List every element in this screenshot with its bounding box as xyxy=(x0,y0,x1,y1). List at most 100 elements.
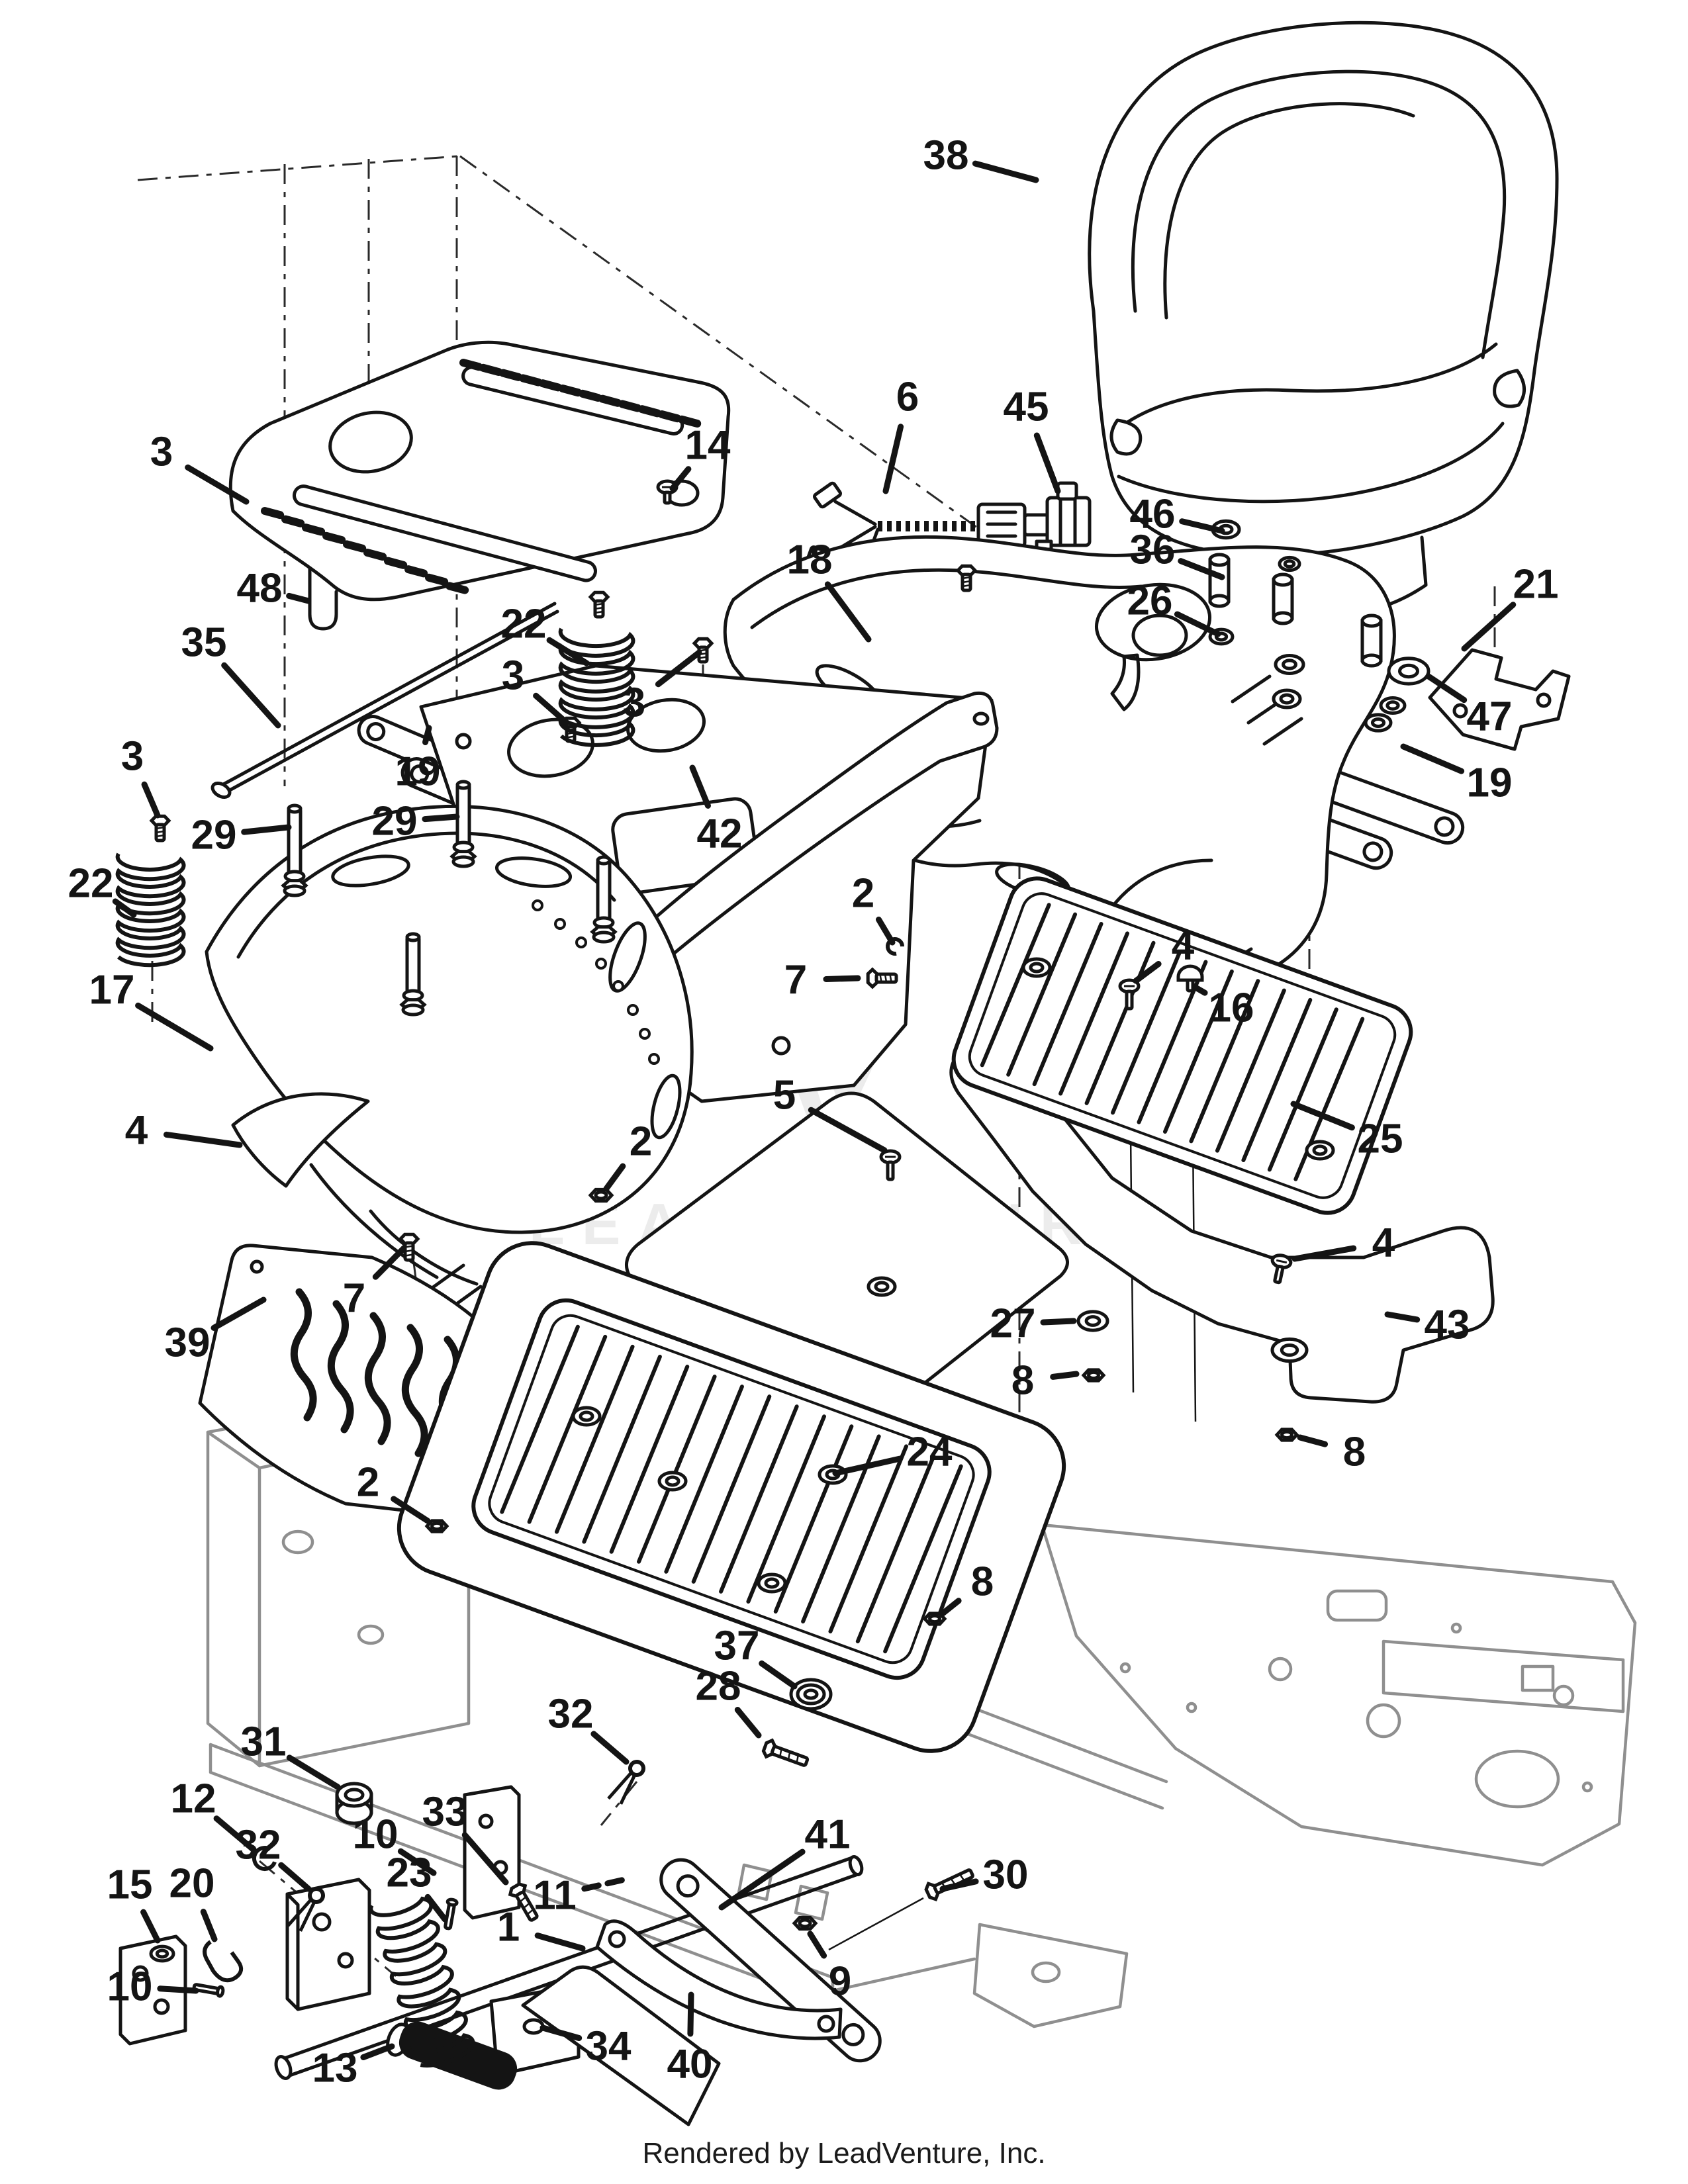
callout-number-16: 16 xyxy=(1209,985,1254,1031)
washer-icon xyxy=(1364,713,1393,733)
callout-number-30: 30 xyxy=(983,1852,1029,1898)
rivet-row xyxy=(532,899,660,1065)
eclip-icon xyxy=(252,1846,277,1871)
callout-leader-39 xyxy=(211,1297,267,1331)
wiring-harness xyxy=(806,481,1092,597)
stud-icon xyxy=(449,780,477,868)
hookclip-icon xyxy=(203,1940,244,1983)
callout-number-48: 48 xyxy=(237,566,283,612)
washer-icon xyxy=(149,1944,175,1963)
callout-number-8: 8 xyxy=(1343,1430,1366,1475)
nut-icon xyxy=(1274,1428,1299,1442)
callout-number-3: 3 xyxy=(502,653,524,699)
callout-leader-8 xyxy=(939,1598,962,1617)
callout-number-11: 11 xyxy=(533,1873,577,1919)
callout-number-7: 7 xyxy=(343,1276,365,1322)
callout-leader-34 xyxy=(539,2025,583,2041)
callout-number-39: 39 xyxy=(165,1320,211,1366)
bolt-icon xyxy=(398,1232,420,1262)
callout-number-43: 43 xyxy=(1425,1302,1470,1348)
bolt-icon xyxy=(866,967,898,989)
callout-number-3: 3 xyxy=(121,734,144,780)
callout-leader-8 xyxy=(1297,1434,1329,1447)
spacer-icon xyxy=(1272,572,1294,625)
nut-icon xyxy=(1081,1368,1106,1383)
callout-number-10: 10 xyxy=(107,1964,153,2010)
nut-icon xyxy=(792,1915,818,1931)
callout-number-31: 31 xyxy=(241,1719,287,1765)
callout-number-37: 37 xyxy=(714,1623,760,1669)
bolt-icon xyxy=(761,1738,810,1767)
callout-number-42: 42 xyxy=(697,811,743,857)
grommet-icon xyxy=(757,1572,787,1594)
callout-leader-10 xyxy=(157,1985,199,1994)
callout-number-7: 7 xyxy=(784,958,807,1003)
footrest-pad-left xyxy=(471,1298,992,1680)
callout-number-29: 29 xyxy=(372,799,418,844)
callout-leader-29 xyxy=(241,824,292,835)
callout-leader-16 xyxy=(1192,984,1208,996)
grommet-icon xyxy=(1305,1140,1335,1161)
spacer-icon xyxy=(1208,553,1231,608)
callout-leader-3 xyxy=(655,649,702,688)
callout-leader-22 xyxy=(112,898,137,918)
callout-number-8: 8 xyxy=(1011,1358,1034,1404)
callout-number-3: 3 xyxy=(623,680,645,726)
washer-icon xyxy=(1270,1337,1309,1363)
callout-number-29: 29 xyxy=(191,813,237,858)
pedal-linkage xyxy=(118,1785,882,2126)
stud-icon xyxy=(281,803,308,897)
spacer-icon xyxy=(1360,614,1383,668)
vent-slot-rows xyxy=(261,359,702,594)
screw-icon xyxy=(879,1149,902,1181)
cap-icon xyxy=(1176,964,1204,993)
footrest-pad-right xyxy=(951,876,1413,1215)
nut-icon xyxy=(588,1187,614,1203)
callout-leader-32 xyxy=(590,1731,630,1765)
callout-number-20: 20 xyxy=(169,1861,215,1907)
callout-leader-20 xyxy=(200,1909,218,1942)
callout-number-32: 32 xyxy=(548,1692,594,1737)
callout-number-4: 4 xyxy=(125,1108,148,1154)
callout-leader-32 xyxy=(278,1862,312,1892)
callout-number-6: 6 xyxy=(896,375,919,420)
nut-icon xyxy=(922,1612,947,1626)
callout-number-9: 9 xyxy=(829,1959,851,2005)
callout-leader-23 xyxy=(424,1893,448,1923)
cotter-icon xyxy=(287,1887,325,1932)
callout-number-13: 13 xyxy=(312,2046,358,2091)
roller-icon xyxy=(789,1678,833,1711)
left-footrest xyxy=(397,1241,1066,1753)
callout-leader-1 xyxy=(534,1933,586,1952)
callout-number-28: 28 xyxy=(696,1664,741,1709)
pin-icon xyxy=(444,1897,459,1931)
callout-number-45: 45 xyxy=(1004,385,1049,430)
callout-number-35: 35 xyxy=(181,620,227,666)
callout-number-24: 24 xyxy=(907,1430,953,1475)
washer-icon xyxy=(1387,657,1430,686)
callout-number-4: 4 xyxy=(1172,923,1195,969)
right-footrest xyxy=(949,876,1495,1404)
nut-icon xyxy=(424,1519,449,1533)
callout-number-2: 2 xyxy=(852,871,874,917)
callout-leader-37 xyxy=(759,1660,798,1690)
callout-number-47: 47 xyxy=(1467,694,1513,740)
bolt-icon xyxy=(588,590,610,619)
callout-leader-18 xyxy=(824,581,872,643)
callout-number-41: 41 xyxy=(805,1812,851,1858)
callout-leader-27 xyxy=(1040,1318,1077,1326)
callout-number-19: 19 xyxy=(395,749,441,795)
callout-leader-46 xyxy=(1179,518,1225,534)
callout-leader-28 xyxy=(734,1707,762,1739)
callout-leader-3 xyxy=(141,781,161,819)
bushing-icon xyxy=(335,1782,373,1825)
callout-leader-41 xyxy=(718,1848,806,1911)
callout-number-3: 3 xyxy=(150,430,173,475)
callout-number-2: 2 xyxy=(630,1119,652,1165)
callout-leader-31 xyxy=(286,1754,341,1790)
callout-number-17: 17 xyxy=(89,968,135,1013)
callout-leader-19 xyxy=(1400,743,1465,774)
callout-number-4: 4 xyxy=(1372,1220,1395,1266)
seat-pan-plate xyxy=(228,340,731,602)
